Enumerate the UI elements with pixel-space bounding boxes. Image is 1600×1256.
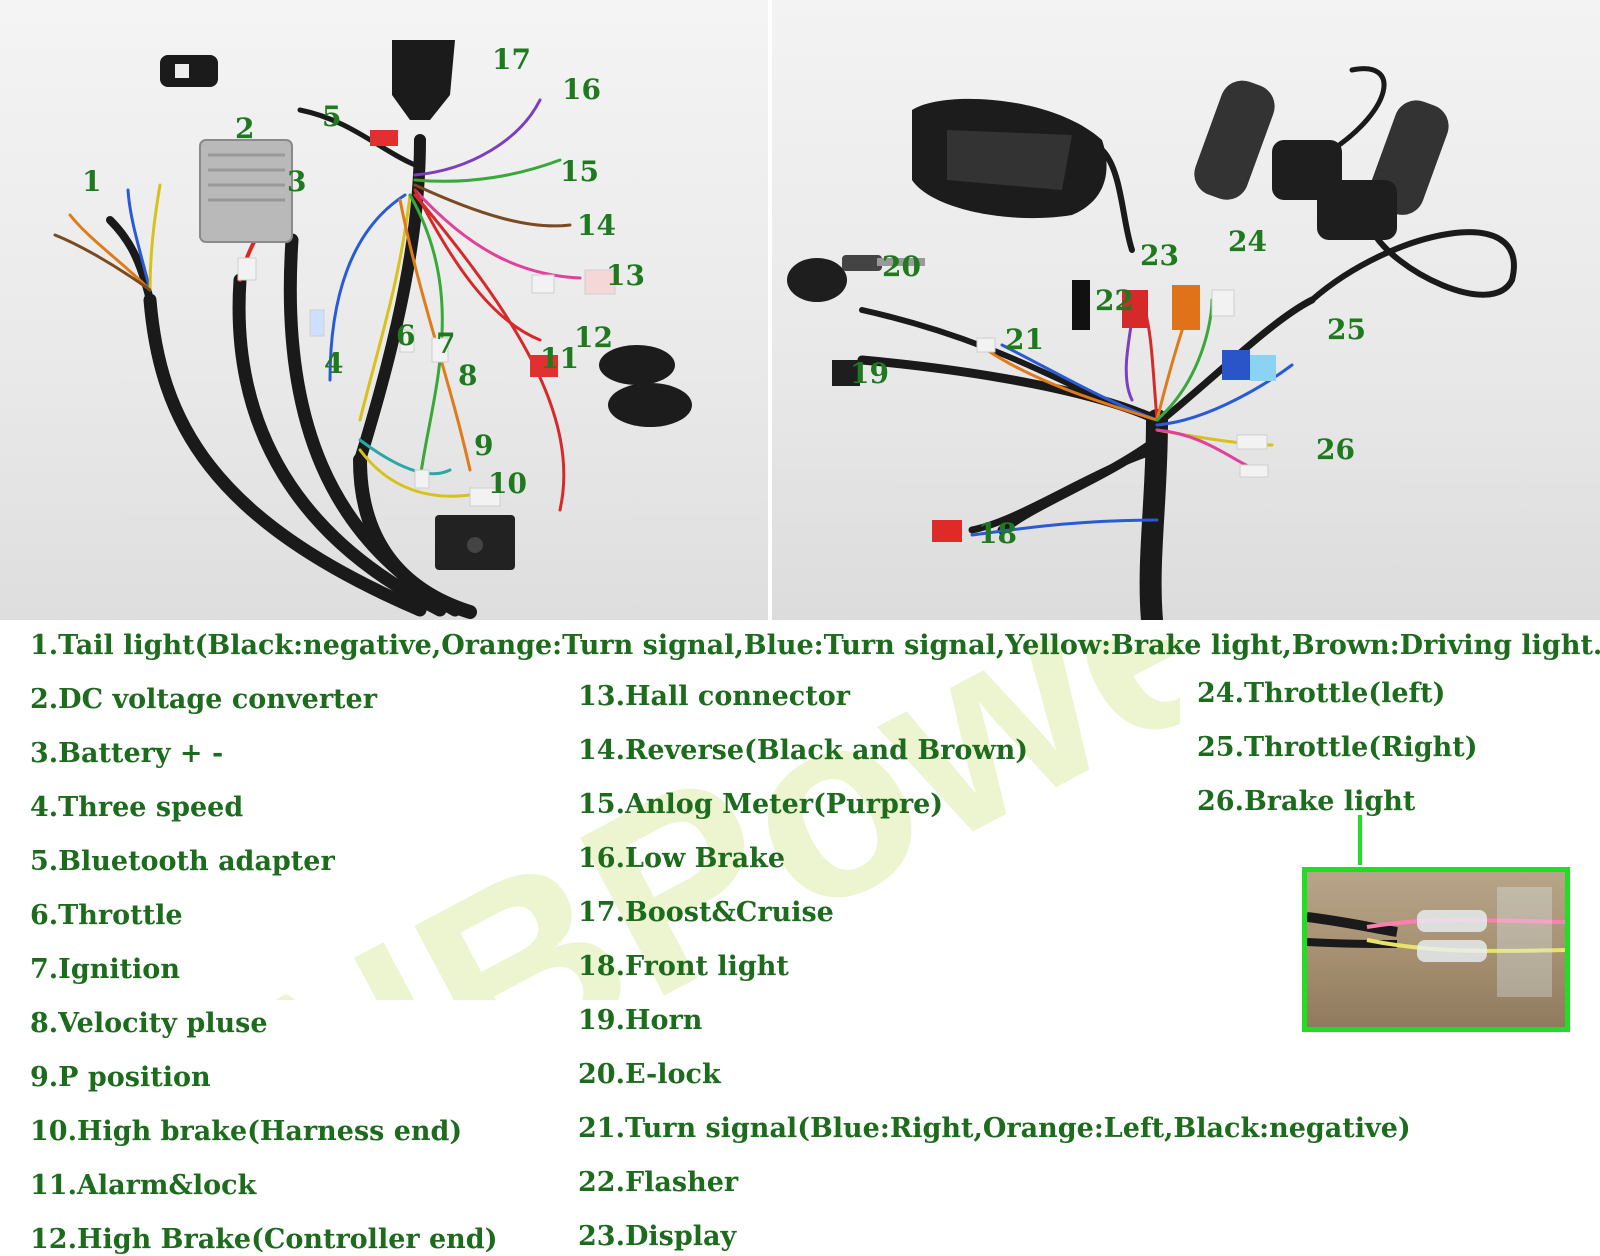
legend-item: 3.Battery + - <box>30 738 224 769</box>
callout-6: 6 <box>396 319 416 352</box>
callout-7: 7 <box>436 327 456 360</box>
callout-11: 11 <box>540 342 579 375</box>
callout-15: 15 <box>560 155 599 188</box>
callout-25: 25 <box>1327 313 1366 346</box>
callout-2: 2 <box>235 112 255 145</box>
callout-23: 23 <box>1140 239 1179 272</box>
callout-18: 18 <box>978 517 1017 550</box>
harness-left-drawing <box>53 40 692 619</box>
legend-item: 12.High Brake(Controller end) <box>30 1224 498 1255</box>
legend-item: 26.Brake light <box>1197 786 1416 817</box>
legend-item: 9.P position <box>30 1062 211 1093</box>
legend-item: 25.Throttle(Right) <box>1197 732 1478 763</box>
callout-10: 10 <box>488 467 527 500</box>
legend-item: 22.Flasher <box>578 1167 739 1198</box>
legend-item: 21.Turn signal(Blue:Right,Orange:Left,Bl… <box>578 1113 1411 1144</box>
callout-20: 20 <box>882 250 921 283</box>
legend-item: 23.Display <box>578 1221 737 1252</box>
brake-light-inset-photo <box>1302 867 1570 1032</box>
inset-pointer-line <box>1358 815 1362 865</box>
legend-item: 20.E-lock <box>578 1059 721 1090</box>
callout-5: 5 <box>322 100 342 133</box>
legend-item: 24.Throttle(left) <box>1197 678 1446 709</box>
legend-item: 2.DC voltage converter <box>30 684 377 715</box>
harness-right-drawing <box>787 66 1517 620</box>
callout-8: 8 <box>458 359 478 392</box>
callout-9: 9 <box>474 429 494 462</box>
legend-item: 8.Velocity pluse <box>30 1008 268 1039</box>
legend-item: 11.Alarm&lock <box>30 1170 257 1201</box>
legend-item: 6.Throttle <box>30 900 183 931</box>
legend-item: 18.Front light <box>578 951 789 982</box>
callout-26: 26 <box>1316 433 1355 466</box>
legend-item: 7.Ignition <box>30 954 180 985</box>
harness-photo-right <box>772 0 1600 620</box>
legend-item: 19.Horn <box>578 1005 703 1036</box>
legend-item: 16.Low Brake <box>578 843 786 874</box>
legend-item-1: 1.Tail light(Black:negative,Orange:Turn … <box>30 630 1600 661</box>
callout-12: 12 <box>574 321 613 354</box>
callout-14: 14 <box>577 209 616 242</box>
harness-photo-left <box>0 0 768 620</box>
callout-22: 22 <box>1095 284 1134 317</box>
legend-item: 5.Bluetooth adapter <box>30 846 335 877</box>
legend-item: 17.Boost&Cruise <box>578 897 834 928</box>
legend-item: 13.Hall connector <box>578 681 850 712</box>
legend-item: 14.Reverse(Black and Brown) <box>578 735 1029 766</box>
callout-21: 21 <box>1005 323 1044 356</box>
callout-13: 13 <box>606 259 645 292</box>
callout-16: 16 <box>562 73 601 106</box>
brake-light-inset-drawing <box>1307 887 1565 997</box>
callout-24: 24 <box>1228 225 1267 258</box>
legend-item: 15.Anlog Meter(Purpre) <box>578 789 944 820</box>
legend-item: 10.High brake(Harness end) <box>30 1116 463 1147</box>
callout-17: 17 <box>492 43 531 76</box>
callout-3: 3 <box>287 165 307 198</box>
callout-1: 1 <box>82 165 102 198</box>
callout-19: 19 <box>850 357 889 390</box>
callout-4: 4 <box>324 347 344 380</box>
legend-item: 4.Three speed <box>30 792 244 823</box>
